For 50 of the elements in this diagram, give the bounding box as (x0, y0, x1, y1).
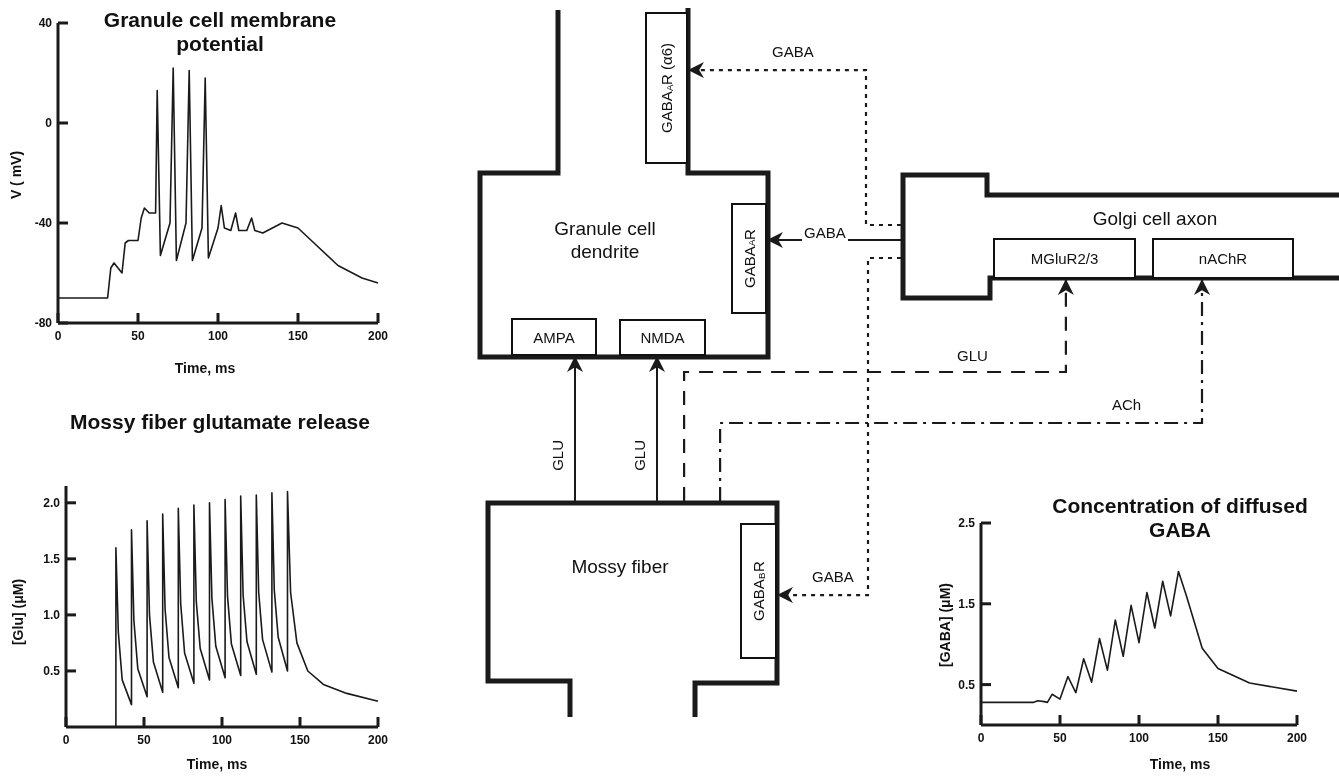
chart-title: Concentration of diffused GABA (1051, 494, 1309, 543)
arrow (688, 62, 901, 227)
receptor-box: NMDA (619, 319, 706, 356)
tick-label: 1.0 (43, 607, 60, 622)
tick-label: 2.5 (958, 516, 975, 530)
tick-label: 0 (45, 116, 52, 130)
axon-outline (901, 172, 1339, 301)
tick-label: 100 (208, 329, 228, 343)
tick-label: 40 (38, 16, 52, 30)
chart-title: Granule cell membrane potential (102, 8, 338, 57)
receptor-box: nAChR (1152, 238, 1294, 279)
tick-label: 50 (131, 329, 145, 343)
tick-label: 0 (54, 329, 62, 343)
axis-title: V ( mV) (8, 150, 24, 200)
tick-label: 200 (1287, 731, 1307, 745)
tick-label: 0.5 (43, 663, 60, 678)
tick-label: -40 (34, 216, 52, 230)
receptor-box: AMPA (511, 318, 597, 356)
axis-title: Time, ms (186, 756, 248, 772)
edge-label: ACh (1110, 396, 1144, 413)
arrow (777, 256, 901, 604)
arrow (719, 279, 1210, 501)
cell-label: Mossy fiber (570, 556, 670, 579)
fiber-outline (485, 501, 780, 719)
tick-label: 0.5 (958, 677, 975, 692)
axis-title: Time, ms (174, 360, 236, 376)
axis-title: [Glu] (μM) (10, 578, 26, 646)
cell-label: Golgi cell axon (1091, 208, 1219, 231)
tick-label: 100 (1129, 731, 1149, 745)
tick-label: 150 (1208, 731, 1228, 745)
axis-title: Time, ms (1149, 756, 1211, 772)
tick-label: 1.5 (958, 596, 975, 611)
tick-label: 200 (368, 733, 388, 747)
cell-label: Granule cell dendrite (553, 218, 657, 264)
tick-label: 150 (290, 733, 310, 747)
tick-label: -80 (34, 316, 52, 330)
tick-label: 0 (977, 731, 985, 745)
tick-label: 100 (212, 733, 232, 747)
tick-label: 50 (1053, 731, 1067, 745)
axis-title: [GABA] (μM) (937, 583, 953, 667)
tick-label: 150 (288, 329, 308, 343)
tick-label: 1.5 (43, 551, 60, 566)
chart-title: Mossy fiber glutamate release (69, 410, 371, 435)
tick-label: 2.0 (43, 495, 60, 510)
tick-label: 50 (137, 733, 151, 747)
arrow (683, 279, 1074, 501)
dendrite-outline (478, 8, 770, 360)
tick-label: 0 (62, 733, 70, 747)
receptor-box: MGluR2/3 (993, 238, 1136, 279)
tick-label: 200 (368, 329, 388, 343)
